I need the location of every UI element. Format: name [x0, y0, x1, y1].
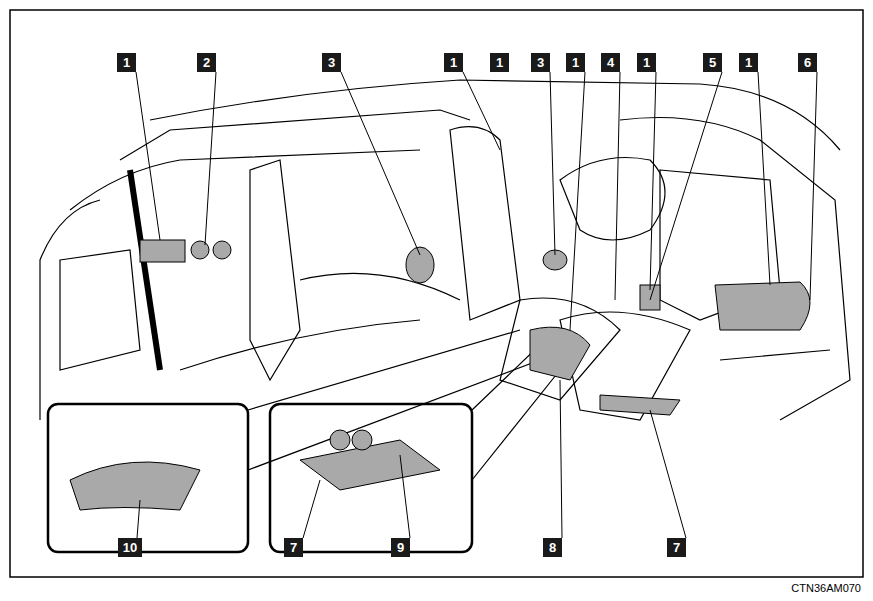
- callout-number: 7: [284, 538, 303, 557]
- side-panel: [60, 250, 140, 370]
- callout-number: 2: [197, 53, 216, 72]
- callout-number: 7: [667, 538, 686, 557]
- callout-number: 1: [117, 53, 136, 72]
- inset-cup: [352, 430, 372, 450]
- dash-line: [620, 118, 850, 421]
- floor-line: [300, 273, 460, 300]
- callout-number: 8: [543, 538, 562, 557]
- front-seat-back: [450, 127, 520, 320]
- callout-number: 1: [490, 53, 509, 72]
- callout-number: 1: [739, 53, 758, 72]
- left-body: [40, 200, 100, 420]
- rear-window-line: [120, 110, 470, 160]
- callout-number: 5: [703, 53, 722, 72]
- callout-number: 10: [118, 538, 142, 557]
- door-sill: [720, 350, 830, 360]
- leader-lines: [136, 72, 817, 538]
- callout-number: 3: [322, 53, 341, 72]
- passenger-seat: [560, 312, 690, 420]
- seat-tray: [530, 327, 590, 380]
- inset-frame: [48, 404, 248, 552]
- cup-holder: [191, 241, 209, 259]
- callout-number: 9: [391, 538, 410, 557]
- glove-box: [715, 282, 810, 330]
- seat-tray: [600, 395, 680, 415]
- pillar: [130, 170, 160, 370]
- callout-number: 3: [531, 53, 550, 72]
- figure-code: CTN36AM070: [791, 582, 861, 594]
- floor-line-2: [180, 320, 420, 370]
- shelf-line: [70, 150, 420, 210]
- callout-number: 1: [444, 53, 463, 72]
- storage-box: [140, 240, 185, 262]
- callout-number: 4: [601, 53, 620, 72]
- callout-number: 6: [798, 53, 817, 72]
- inset-cup: [330, 430, 350, 450]
- inset-storage: [70, 462, 200, 510]
- frame: [10, 10, 863, 577]
- inset-tray: [300, 440, 440, 490]
- cup-holder: [213, 241, 231, 259]
- callout-number: 1: [566, 53, 585, 72]
- inset-frame: [270, 404, 472, 552]
- callout-number: 1: [637, 53, 656, 72]
- bottle-holder: [406, 247, 434, 283]
